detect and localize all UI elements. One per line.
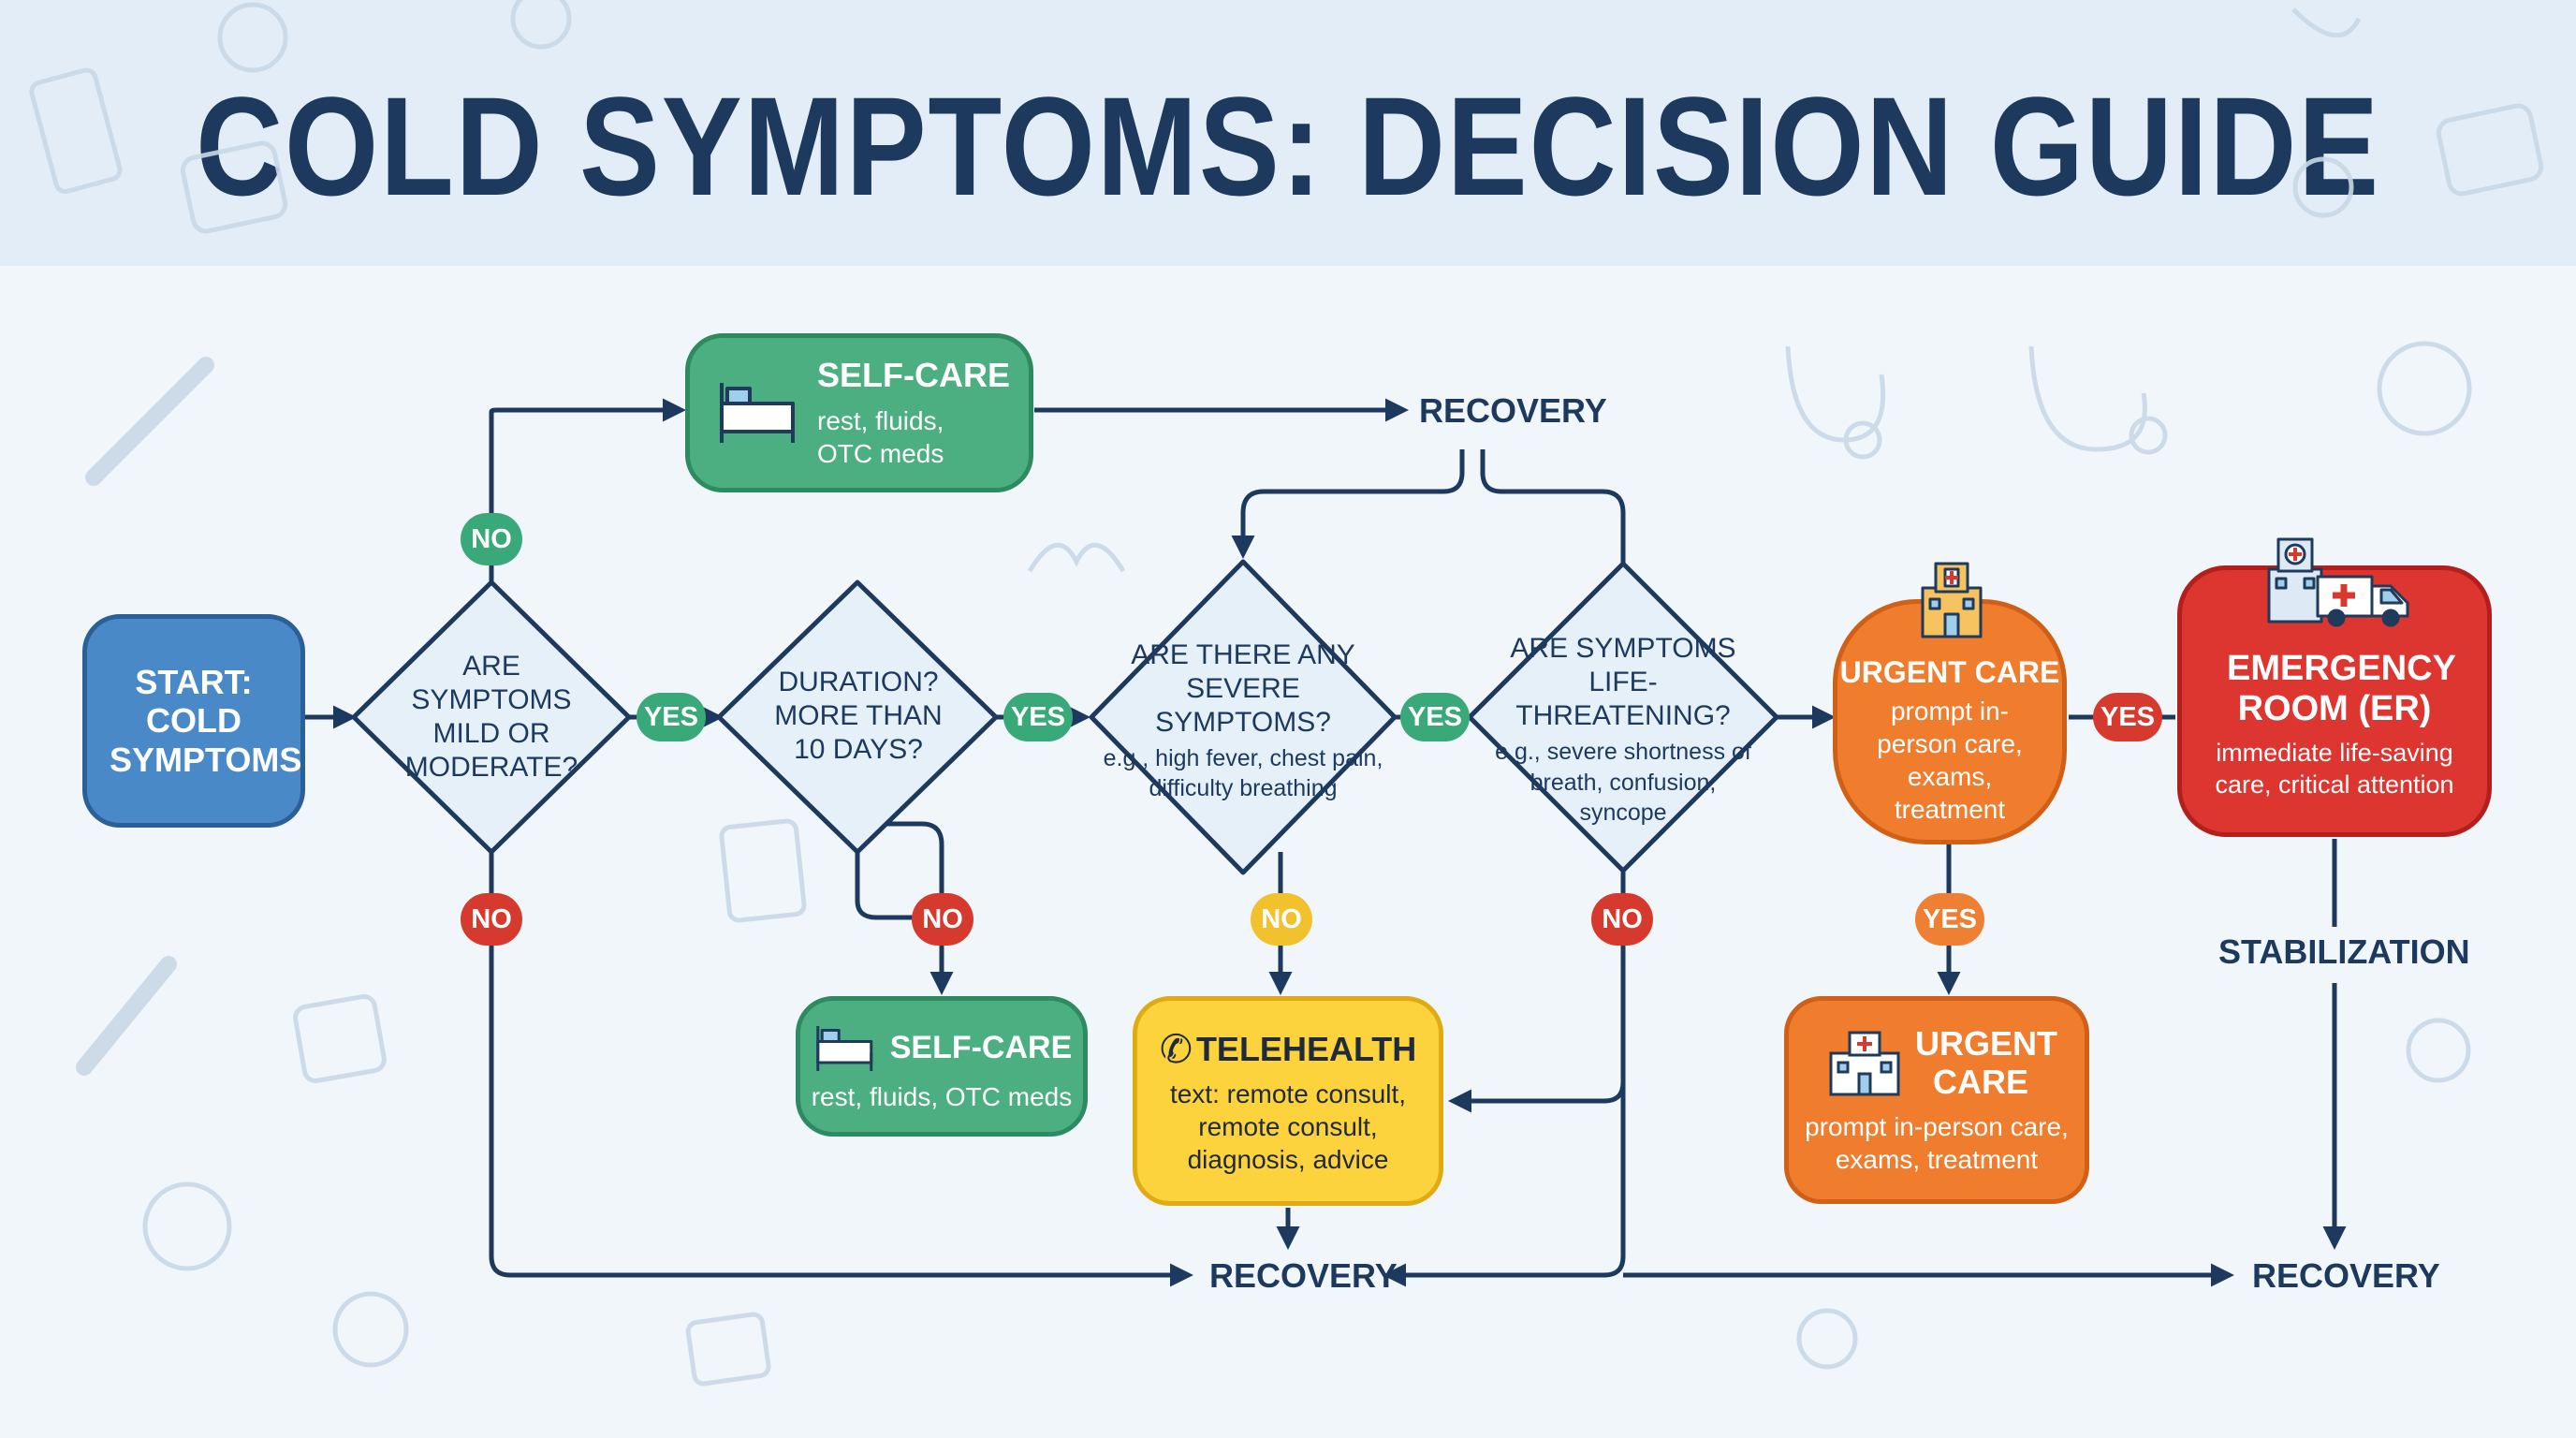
severe-yes-pill: YES	[1400, 693, 1470, 741]
ambulance-icon	[2267, 537, 2409, 627]
background-decoration	[29, 0, 2544, 1387]
connector-duration-no-selfcare	[855, 852, 923, 920]
urgent-yes-pill-down: YES	[1915, 893, 1984, 946]
connector-mild-no-recovery	[489, 852, 1193, 1287]
hospital-icon	[1921, 562, 1983, 638]
connector-life-no-telehealth	[1448, 863, 1626, 1113]
urgent-care-middle-node: URGENT CARE prompt in-person care, exams…	[1833, 599, 2067, 844]
life-no-pill: NO	[1591, 893, 1653, 946]
decision-severe-examples: e.g., high fever, chest pain, difficulty…	[1103, 744, 1383, 802]
connector-life-no-recovery	[1383, 1077, 1626, 1287]
decision-mild-question: ARE SYMPTOMS MILD OR MODERATE?	[404, 651, 578, 783]
mild-yes-pill: YES	[637, 693, 706, 741]
recovery-bottom-right-label: RECOVERY	[2252, 1256, 2440, 1295]
decision-severe-question: ARE THERE ANY SEVERE SYMPTOMS?	[1131, 638, 1355, 738]
er-title: EMERGENCY ROOM (ER)	[2227, 648, 2456, 729]
page-title: COLD SYMPTOMS: DECISION GUIDE	[196, 67, 2380, 225]
urgent-bottom-desc: prompt in-person care, exams, treatment	[1805, 1112, 2069, 1175]
er-desc: immediate life-saving care, critical att…	[2215, 738, 2454, 799]
decision-duration-label: DURATION? MORE THAN 10 DAYS?	[760, 646, 957, 786]
start-label: START: COLD SYMPTOMS	[110, 662, 302, 779]
phone-icon: ✆	[1159, 1027, 1193, 1071]
urgent-bottom-title: URGENT CARE	[1915, 1023, 2057, 1101]
severe-no-pill: NO	[1251, 893, 1312, 946]
telehealth-title: TELEHEALTH	[1195, 1029, 1417, 1068]
hospital-icon	[1829, 1031, 1900, 1096]
stabilization-label: STABILIZATION	[2218, 932, 2470, 971]
urgent-middle-title: URGENT CARE	[1839, 654, 2060, 689]
decision-life-diamond	[1467, 561, 1779, 873]
urgent-care-bottom-node: URGENT CARE prompt in-person care, exams…	[1784, 996, 2089, 1204]
decision-severe-label: ARE THERE ANY SEVERE SYMPTOMS? e.g., hig…	[1103, 639, 1383, 802]
bed-icon	[720, 383, 795, 443]
connector-recovery-severe	[1231, 449, 1465, 559]
telehealth-desc: text: remote consult, remote consult, di…	[1169, 1079, 1407, 1174]
bed-icon	[815, 1025, 872, 1071]
recovery-top-label: RECOVERY	[1419, 391, 1607, 430]
selfcare-bottom-node: SELF-CARE rest, fluids, OTC meds	[796, 996, 1088, 1137]
duration-no-pill: NO	[912, 893, 973, 946]
duration-yes-pill: YES	[1003, 693, 1073, 741]
connector-mild-no-selfcare	[489, 398, 686, 582]
telehealth-node: ✆ TELEHEALTH text: remote consult, remot…	[1133, 996, 1443, 1206]
decision-life-label: ARE SYMPTOMS LIFE-THREATENING? e.g., sev…	[1492, 633, 1754, 826]
selfcare-bottom-desc: rest, fluids, OTC meds	[811, 1081, 1073, 1111]
start-node: START: COLD SYMPTOMS	[82, 614, 305, 828]
selfcare-top-node: SELF-CARE rest, fluids, OTC meds	[685, 333, 1033, 492]
decision-life-examples: e.g., severe shortness of breath, confus…	[1495, 739, 1751, 827]
decision-mild-label: ARE SYMPTOMS MILD OR MODERATE?	[393, 633, 590, 801]
selfcare-bottom-title: SELF-CARE	[889, 1029, 1073, 1065]
decision-duration-diamond	[716, 580, 999, 855]
recovery-bottom-center-label: RECOVERY	[1209, 1256, 1398, 1295]
decision-severe-diamond	[1089, 559, 1398, 875]
decision-life-question: ARE SYMPTOMS LIFE-THREATENING?	[1510, 633, 1736, 732]
connector-duration-no-selfcare-2	[857, 821, 954, 995]
urgent-yes-pill: YES	[2093, 693, 2162, 741]
mild-no-pill-top: NO	[461, 513, 522, 565]
decision-duration-question: DURATION? MORE THAN 10 DAYS?	[774, 667, 943, 765]
mild-no-pill-bottom: NO	[461, 893, 522, 946]
connector-recovery-life	[1480, 449, 1626, 571]
decision-mild-diamond	[351, 580, 632, 855]
selfcare-top-desc: rest, fluids, OTC meds	[817, 405, 944, 468]
selfcare-top-title: SELF-CARE	[817, 356, 1010, 395]
title-band	[0, 0, 2576, 266]
urgent-middle-desc: prompt in-person care, exams, treatment	[1877, 697, 2023, 825]
